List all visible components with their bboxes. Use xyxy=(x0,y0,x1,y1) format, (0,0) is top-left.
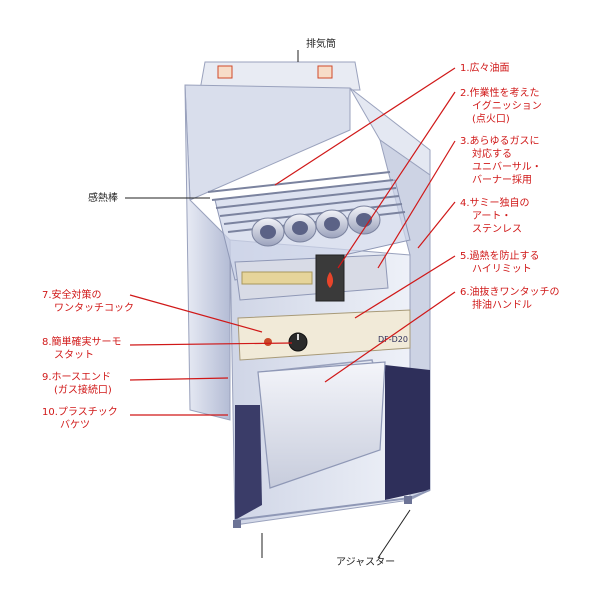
feature-line: スタット xyxy=(54,350,94,361)
lower-panel xyxy=(385,365,430,500)
feature-line: イグニッション xyxy=(472,101,542,112)
feature-line: (ガス接続口) xyxy=(54,385,112,396)
lower-panel-left xyxy=(235,405,262,520)
feature-line: 5.過熱を防止する xyxy=(460,251,540,262)
plastic-bucket xyxy=(257,361,386,489)
logo-badge-icon xyxy=(317,65,333,79)
adjuster-foot-left xyxy=(233,520,241,528)
feature-line: 7.安全対策の xyxy=(42,290,102,301)
feature-4: 4.サミー独自のアート・ステンレス xyxy=(460,197,530,236)
feature-line: バケツ xyxy=(60,420,90,431)
feature-8: 8.簡単確実サーモスタット xyxy=(42,336,122,362)
burner-bar xyxy=(241,271,313,285)
feature-2: 2.作業性を考えたイグニッション (点火口) xyxy=(460,87,542,126)
feature-line: 対応する xyxy=(472,149,512,160)
control-panel xyxy=(237,309,411,361)
feature-line: アート・ xyxy=(472,211,512,222)
feature-line: 8.簡単確実サーモ xyxy=(42,337,122,348)
gas-cock-icon xyxy=(264,338,272,346)
label-adjuster: アジャスター xyxy=(336,557,396,568)
feature-9: 9.ホースエンド (ガス接続口) xyxy=(42,371,112,397)
feature-1: 1.広々油面 xyxy=(460,62,510,75)
feature-line: 4.サミー独自の xyxy=(460,198,530,209)
feature-line: 3.あらゆるガスに xyxy=(460,136,540,147)
feature-line: ユニバーサル・ xyxy=(472,162,542,173)
back-panel xyxy=(184,84,351,201)
leader-lines xyxy=(125,50,456,559)
feature-line: 6.油抜きワンタッチの xyxy=(460,287,560,298)
feature-line: ワンタッチコック xyxy=(54,303,134,314)
thermostat-knob-icon xyxy=(288,332,308,352)
feature-5: 5.過熱を防止するハイリミット xyxy=(460,250,540,276)
model-label: DF-D20 xyxy=(378,335,408,344)
feature-line: ハイリミット xyxy=(472,264,532,275)
feature-6: 6.油抜きワンタッチの排油ハンドル xyxy=(460,286,560,312)
burner-tubes xyxy=(251,205,381,247)
feature-7: 7.安全対策のワンタッチコック xyxy=(42,289,134,315)
feature-line: ステンレス xyxy=(472,224,522,235)
flame-icon xyxy=(326,272,334,288)
feature-10: 10.プラスチックバケツ xyxy=(42,406,118,432)
logo-badge-icon xyxy=(217,65,233,79)
feature-3: 3.あらゆるガスに対応するユニバーサル・バーナー採用 xyxy=(460,135,542,187)
label-exhaust: 排気筒 xyxy=(306,39,336,50)
left-side-panel xyxy=(184,84,231,421)
feature-line: バーナー採用 xyxy=(472,175,532,186)
feature-line: 9.ホースエンド xyxy=(42,372,112,383)
feature-line: 排油ハンドル xyxy=(472,300,532,311)
adjuster-foot-right xyxy=(404,496,412,504)
feature-line: 10.プラスチック xyxy=(42,407,118,418)
feature-line: (点火口) xyxy=(472,114,510,125)
feature-line: 1.広々油面 xyxy=(460,63,510,74)
label-heat-rod: 感熱棒 xyxy=(88,193,118,204)
feature-line: 2.作業性を考えた xyxy=(460,88,540,99)
